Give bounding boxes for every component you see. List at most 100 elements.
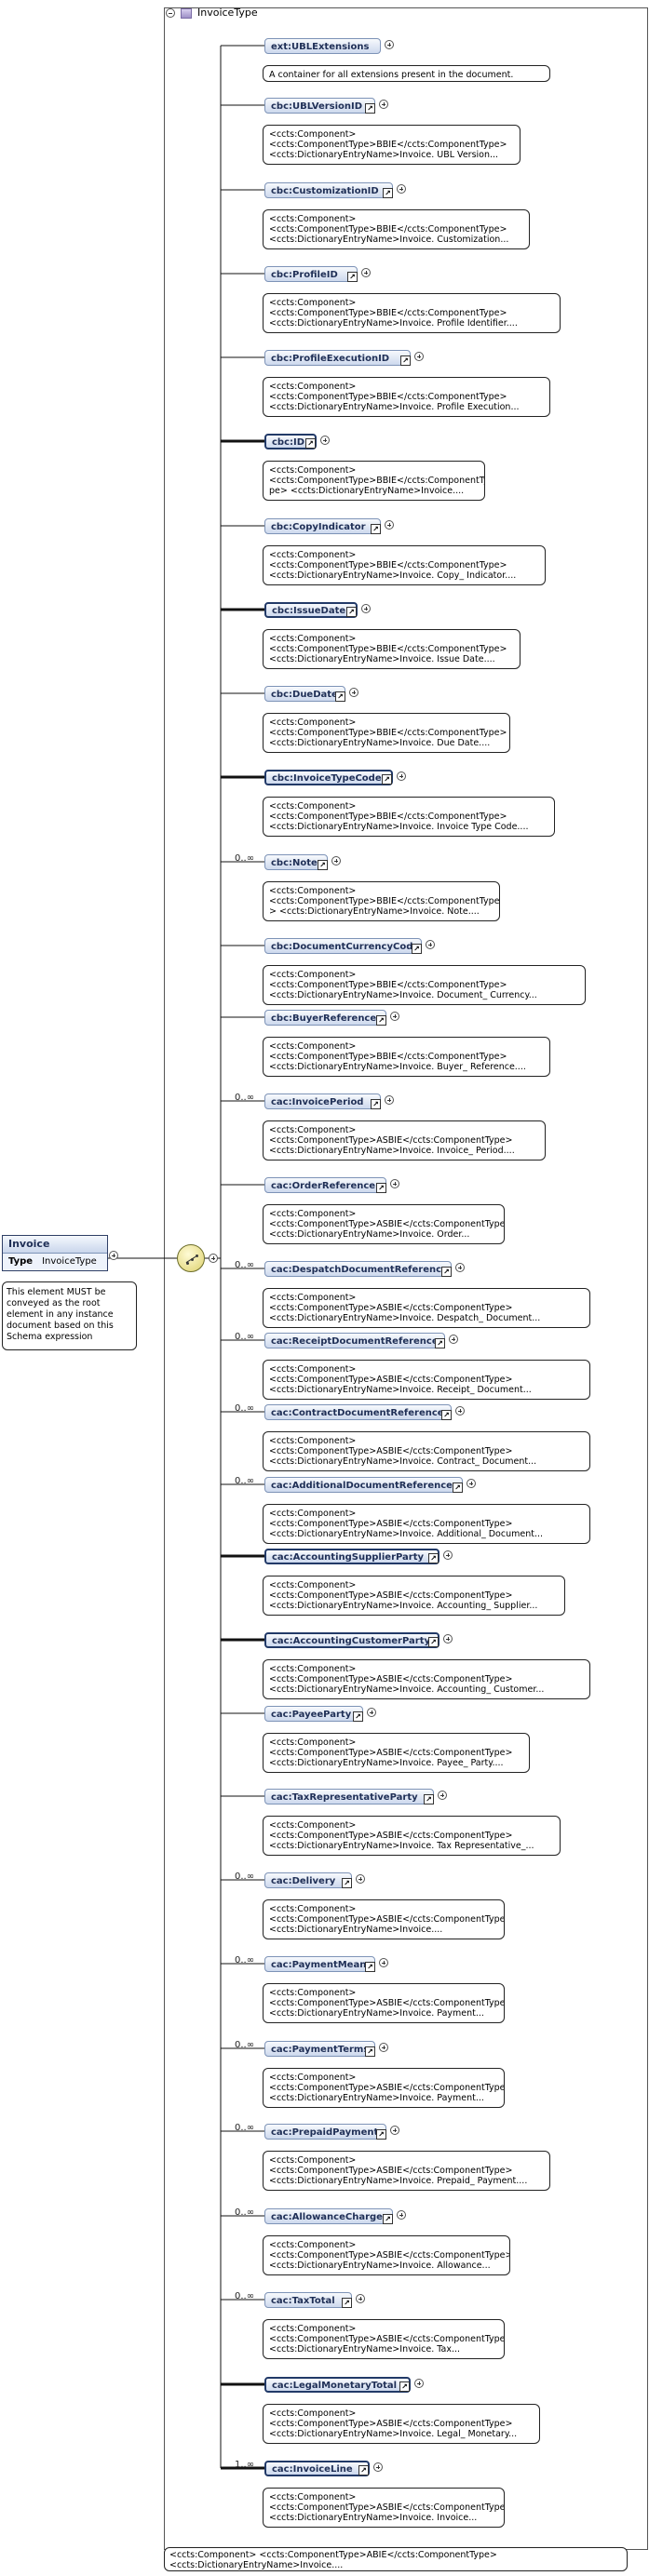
invoice-type-title: InvoiceType <box>197 7 258 19</box>
element-expand-icon[interactable] <box>426 940 435 949</box>
element-expand-icon[interactable] <box>390 1012 399 1021</box>
element-node[interactable]: cac:TaxRepresentativeParty↗ <box>264 1789 434 1805</box>
element-expand-icon[interactable] <box>361 268 371 277</box>
element-node[interactable]: cbc:UBLVersionID↗ <box>264 98 375 114</box>
root-expand-icon[interactable] <box>109 1251 118 1260</box>
invoice-type-description: <ccts:Component> <ccts:ComponentType>ABI… <box>164 2547 628 2571</box>
element-node[interactable]: cac:AdditionalDocumentReference↗ <box>264 1477 463 1493</box>
sequence-compositor-icon[interactable] <box>177 1244 205 1272</box>
link-arrow-icon: ↗ <box>318 860 328 870</box>
element-node[interactable]: cac:PaymentMeans↗ <box>264 1956 375 1972</box>
element-node[interactable]: cac:LegalMonetaryTotal↗ <box>264 2377 411 2393</box>
element-node[interactable]: cbc:ProfileExecutionID↗ <box>264 350 411 366</box>
element-node[interactable]: cbc:DocumentCurrencyCode↗ <box>264 938 422 954</box>
invoice-type-header: InvoiceType <box>166 5 258 21</box>
element-node[interactable]: cbc:InvoiceTypeCode↗ <box>264 770 393 785</box>
element-node[interactable]: cbc:BuyerReference↗ <box>264 1010 386 1026</box>
element-node[interactable]: ext:UBLExtensions <box>264 38 381 54</box>
element-node[interactable]: cac:ReceiptDocumentReference↗ <box>264 1333 445 1348</box>
collapse-icon[interactable] <box>166 8 175 18</box>
element-description: <ccts:Component> <ccts:ComponentType>ASB… <box>263 1504 590 1544</box>
element-node[interactable]: cac:Delivery↗ <box>264 1872 352 1888</box>
link-arrow-icon: ↗ <box>441 1410 452 1420</box>
occurrence-label: 0..∞ <box>235 853 255 864</box>
element-node[interactable]: cac:InvoiceLine↗ <box>264 2461 370 2476</box>
element-expand-icon[interactable] <box>349 688 358 697</box>
element-expand-icon[interactable] <box>443 1550 453 1560</box>
element-expand-icon[interactable] <box>414 352 424 361</box>
element-name: cbc:ID <box>272 437 305 448</box>
element-node[interactable]: cbc:Note↗ <box>264 854 328 870</box>
root-element-type-row: Type InvoiceType <box>3 1254 107 1270</box>
element-node[interactable]: cac:ContractDocumentReference↗ <box>264 1404 452 1420</box>
element-expand-icon[interactable] <box>385 1095 394 1105</box>
link-arrow-icon: ↗ <box>305 438 316 449</box>
element-name: cac:DespatchDocumentReference <box>271 1265 448 1275</box>
element-expand-icon[interactable] <box>331 856 341 865</box>
element-expand-icon[interactable] <box>466 1479 476 1488</box>
link-arrow-icon: ↗ <box>365 2046 375 2057</box>
element-name: cac:AdditionalDocumentReference <box>271 1481 453 1491</box>
element-description: <ccts:Component> <ccts:ComponentType>BBI… <box>263 545 546 585</box>
element-name: cbc:ProfileExecutionID <box>271 354 390 364</box>
element-name: ext:UBLExtensions <box>271 42 370 52</box>
root-type-value: InvoiceType <box>42 1256 97 1267</box>
element-node[interactable]: cbc:ProfileID↗ <box>264 266 358 282</box>
element-node[interactable]: cac:AccountingSupplierParty↗ <box>264 1549 439 1564</box>
element-expand-icon[interactable] <box>367 1708 376 1717</box>
element-name: cac:LegalMonetaryTotal <box>272 2381 398 2391</box>
element-description: <ccts:Component> <ccts:ComponentType>ASB… <box>263 1431 590 1471</box>
occurrence-label: 0..∞ <box>235 2291 255 2301</box>
link-arrow-icon: ↗ <box>453 1483 463 1493</box>
link-arrow-icon: ↗ <box>376 1015 386 1026</box>
element-description: <ccts:Component> <ccts:ComponentType>BBI… <box>263 965 586 1005</box>
element-name: cac:AccountingCustomerParty <box>272 1636 431 1646</box>
element-expand-icon[interactable] <box>397 184 406 194</box>
element-node[interactable]: cbc:IssueDate↗ <box>264 602 358 618</box>
element-node[interactable]: cac:DespatchDocumentReference↗ <box>264 1261 452 1277</box>
sequence-expand-icon[interactable] <box>209 1254 218 1263</box>
element-expand-icon[interactable] <box>320 436 330 445</box>
element-expand-icon[interactable] <box>414 2379 424 2388</box>
element-node[interactable]: cac:InvoicePeriod↗ <box>264 1093 381 1109</box>
element-node[interactable]: cac:PaymentTerms↗ <box>264 2041 375 2057</box>
root-element-node[interactable]: Invoice Type InvoiceType <box>2 1235 108 1271</box>
element-expand-icon[interactable] <box>443 1634 453 1644</box>
element-node[interactable]: cbc:DueDate↗ <box>264 686 345 702</box>
element-expand-icon[interactable] <box>356 1874 365 1884</box>
element-node[interactable]: cbc:CopyIndicator↗ <box>264 518 381 534</box>
element-node[interactable]: cac:AccountingCustomerParty↗ <box>264 1632 439 1648</box>
element-expand-icon[interactable] <box>379 1958 388 1967</box>
element-node[interactable]: cac:AllowanceCharge↗ <box>264 2208 393 2224</box>
element-expand-icon[interactable] <box>455 1263 465 1272</box>
link-arrow-icon: ↗ <box>365 103 375 114</box>
element-node[interactable]: cac:PrepaidPayment↗ <box>264 2124 386 2140</box>
element-description: <ccts:Component> <ccts:ComponentType>ASB… <box>263 2235 510 2275</box>
occurrence-label: 0..∞ <box>235 2207 255 2218</box>
element-name: cbc:Note <box>271 858 318 868</box>
element-expand-icon[interactable] <box>455 1406 465 1415</box>
element-node[interactable]: cbc:ID↗ <box>264 434 317 449</box>
element-expand-icon[interactable] <box>379 2043 388 2052</box>
element-node[interactable]: cac:OrderReference↗ <box>264 1177 386 1193</box>
element-expand-icon[interactable] <box>397 771 406 781</box>
element-expand-icon[interactable] <box>385 40 394 49</box>
element-node[interactable]: cac:PayeeParty↗ <box>264 1706 363 1722</box>
link-arrow-icon: ↗ <box>342 2298 352 2308</box>
element-expand-icon[interactable] <box>385 520 394 530</box>
element-node[interactable]: cac:TaxTotal↗ <box>264 2292 352 2308</box>
element-expand-icon[interactable] <box>449 1335 458 1344</box>
element-node[interactable]: cbc:CustomizationID↗ <box>264 182 393 198</box>
element-expand-icon[interactable] <box>361 604 371 613</box>
element-name: cac:PaymentMeans <box>271 1960 372 1970</box>
element-expand-icon[interactable] <box>390 1179 399 1188</box>
element-expand-icon[interactable] <box>373 2462 383 2472</box>
element-description: <ccts:Component> <ccts:ComponentType>BBI… <box>263 377 550 417</box>
element-expand-icon[interactable] <box>438 1791 447 1800</box>
root-element-description: This element MUST be conveyed as the roo… <box>2 1281 137 1350</box>
element-expand-icon[interactable] <box>390 2126 399 2135</box>
element-expand-icon[interactable] <box>356 2294 365 2303</box>
element-expand-icon[interactable] <box>397 2210 406 2220</box>
element-description: <ccts:Component> <ccts:ComponentType>ASB… <box>263 1288 590 1328</box>
element-expand-icon[interactable] <box>379 100 388 109</box>
